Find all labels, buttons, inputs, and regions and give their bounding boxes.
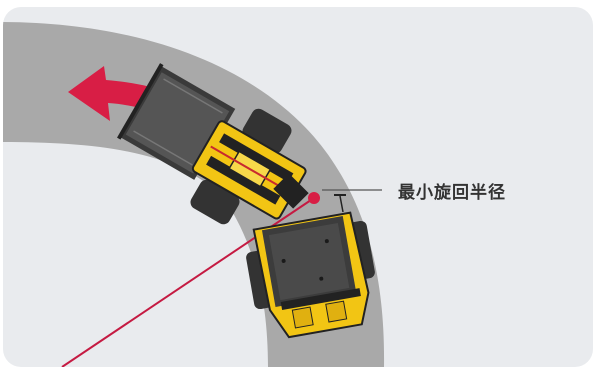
wheel-loader <box>117 63 375 339</box>
pivot-dot-icon <box>308 192 320 204</box>
min-turning-radius-label: 最小旋回半径 <box>398 183 506 203</box>
